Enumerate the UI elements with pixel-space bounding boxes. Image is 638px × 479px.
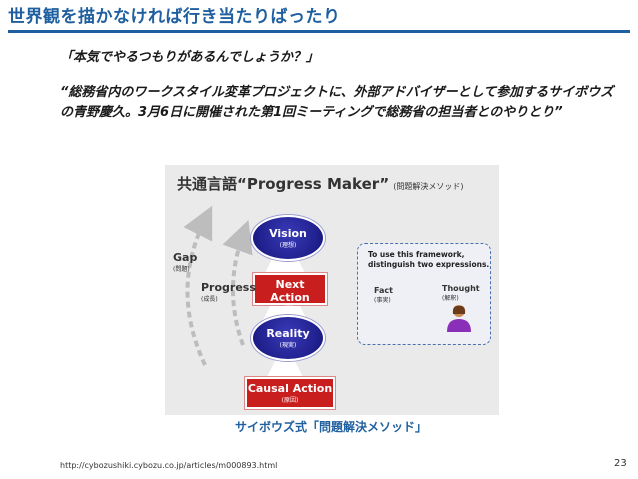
thought-text: Thought (442, 284, 480, 293)
vision-sub: (理想) (279, 242, 297, 249)
gap-label: Gap (問題) (173, 251, 197, 273)
progress-text: Progress (201, 281, 256, 294)
next-action-sub: (課題) (281, 306, 299, 313)
framework-text: To use this framework, distinguish two e… (368, 250, 489, 270)
next-action-label: Next Action (270, 278, 310, 304)
reality-sub: (現実) (279, 342, 297, 349)
source-url: http://cybozushiki.cybozu.co.jp/articles… (60, 461, 278, 470)
causal-action-label: Causal Action (247, 382, 333, 395)
title-underline (8, 30, 630, 33)
progress-curve-arrow (222, 219, 253, 346)
framework-text-line-2: distinguish two expressions. (368, 260, 490, 269)
figure-title-note: (問題解決メソッド) (393, 182, 464, 191)
reality-label: Reality (266, 327, 310, 340)
fact-label: Fact (事実) (374, 286, 393, 304)
quote-context: “総務省内のワークスタイル変革プロジェクトに、外部アドバイザーとして参加するサイ… (60, 85, 614, 120)
figure-title: 共通言語“Progress Maker”(問題解決メソッド) (177, 173, 464, 194)
thought-label: Thought (解釈) (442, 284, 480, 302)
gap-curve-arrow (183, 205, 213, 366)
gap-sub: (問題) (173, 266, 190, 273)
thought-sub: (解釈) (442, 295, 459, 302)
causal-action-sub: (原因) (281, 397, 299, 404)
fact-sub: (事実) (374, 297, 391, 304)
fact-text: Fact (374, 286, 393, 295)
progress-label: Progress (成長) (201, 281, 256, 303)
next-action-node: Next Action (課題) (253, 273, 327, 313)
vision-label: Vision (269, 227, 307, 240)
figure-title-text: 共通言語“Progress Maker” (177, 175, 390, 193)
gap-text: Gap (173, 251, 198, 264)
progress-maker-figure: 共通言語“Progress Maker”(問題解決メソッド) Vision (理… (165, 165, 499, 415)
slide-title: 世界観を描かなければ行き当たりばったり (8, 7, 341, 27)
vision-node: Vision (理想) (251, 215, 325, 261)
reality-node: Reality (現実) (251, 315, 325, 361)
figure-caption: サイボウズ式「問題解決メソッド」 (235, 420, 428, 434)
framework-box: To use this framework, distinguish two e… (357, 243, 491, 345)
framework-text-line-1: To use this framework, (368, 250, 465, 259)
person-icon (447, 305, 471, 332)
quote-question: 「本気でやるつもりがあるんでしょうか？」 (60, 50, 319, 65)
causal-action-node: Causal Action (原因) (245, 377, 335, 409)
progress-sub: (成長) (201, 296, 218, 303)
page-number: 23 (614, 458, 627, 469)
